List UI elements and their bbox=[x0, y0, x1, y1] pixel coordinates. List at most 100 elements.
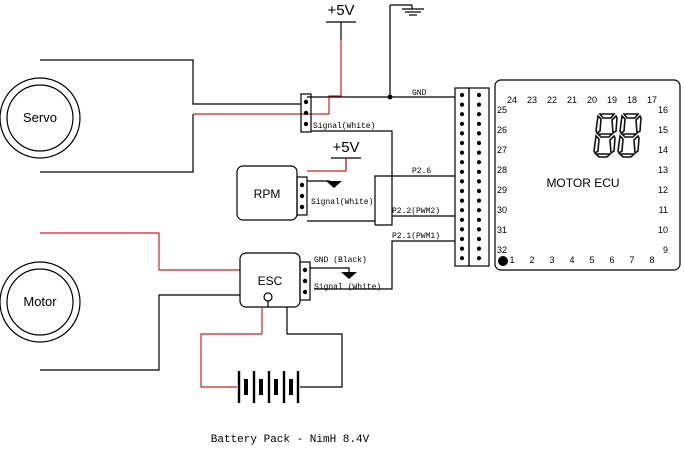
ecu-label: MOTOR ECU bbox=[546, 176, 619, 190]
header-pin bbox=[459, 236, 465, 242]
header-pin bbox=[476, 227, 482, 232]
ecu-pin-left-31: 31 bbox=[497, 225, 507, 235]
header-pin bbox=[476, 217, 482, 222]
ecu-pin-bottom-5: 5 bbox=[589, 255, 594, 265]
header-pin bbox=[459, 208, 465, 213]
ecu-pin-right-12: 12 bbox=[658, 185, 668, 195]
header-pin bbox=[476, 198, 482, 203]
header-pin bbox=[459, 121, 465, 126]
ecu-pin-right-11: 11 bbox=[659, 205, 668, 215]
header-pin bbox=[459, 227, 465, 232]
esc-ground-arrow bbox=[341, 272, 357, 279]
header-pin bbox=[459, 160, 465, 165]
header-pin bbox=[459, 246, 465, 251]
ecu-pin-bottom-8: 8 bbox=[649, 255, 654, 265]
header-pin bbox=[459, 179, 465, 184]
ecu-pin-bottom-1: 1 bbox=[509, 255, 514, 265]
servo-label: Servo bbox=[23, 110, 57, 125]
header-pin bbox=[459, 102, 465, 107]
seven-segment-display-icon bbox=[593, 113, 642, 158]
p22-net-label: P2.2(PWM2) bbox=[392, 207, 440, 216]
p26-net-label: P2.6 bbox=[412, 167, 431, 176]
ecu-pin-left-26: 26 bbox=[497, 125, 507, 135]
ecu-pin-top-24: 24 bbox=[507, 95, 517, 105]
header-pin bbox=[476, 112, 482, 117]
ecu-pin-top-20: 20 bbox=[587, 95, 597, 105]
battery-pack-icon bbox=[237, 371, 300, 403]
header-pin bbox=[476, 236, 482, 242]
header-pin bbox=[459, 256, 465, 261]
header-pin bbox=[476, 179, 482, 184]
ecu-pin-top-22: 22 bbox=[547, 95, 557, 105]
header-pin bbox=[459, 131, 465, 136]
ecu-pin-right-13: 13 bbox=[658, 165, 668, 175]
ecu-pin-right-14: 14 bbox=[658, 145, 668, 155]
ecu-pin-bottom-2: 2 bbox=[529, 255, 534, 265]
header-pin bbox=[459, 188, 465, 194]
esc-signal-label: Signal (White) bbox=[314, 283, 381, 292]
ecu-pin-right-9: 9 bbox=[663, 245, 668, 255]
header-pin bbox=[476, 169, 482, 174]
header-pin bbox=[459, 140, 465, 146]
header-pin bbox=[476, 160, 482, 165]
ecu-pin-top-17: 17 bbox=[647, 95, 657, 105]
ecu-pin-left-28: 28 bbox=[497, 165, 507, 175]
ground-icon bbox=[389, 4, 424, 97]
ecu-pin-top-23: 23 bbox=[527, 95, 537, 105]
ecu-pin-top-19: 19 bbox=[607, 95, 617, 105]
ecu-pin-bottom-4: 4 bbox=[569, 255, 574, 265]
header-pin bbox=[459, 112, 465, 117]
motor: Motor bbox=[0, 261, 81, 343]
rpm-signal-label: Signal(White) bbox=[311, 198, 373, 207]
esc-label: ESC bbox=[258, 274, 283, 288]
motor-ecu: MOTOR ECU bbox=[494, 79, 681, 271]
top-5v-label: +5V bbox=[327, 2, 354, 19]
rpm-5v-label: +5V bbox=[332, 139, 359, 156]
header-pin bbox=[476, 102, 482, 107]
rpm-sensor: RPM bbox=[236, 165, 298, 221]
ecu-pin-right-16: 16 bbox=[658, 105, 668, 115]
ecu-pin-left-27: 27 bbox=[497, 145, 507, 155]
header-pin bbox=[476, 140, 482, 146]
ecu-pin-left-29: 29 bbox=[497, 185, 507, 195]
ecu-pin-header bbox=[454, 87, 490, 267]
rpm-label: RPM bbox=[254, 187, 281, 201]
esc-connector bbox=[299, 261, 311, 301]
esc-led-icon bbox=[263, 292, 273, 307]
header-pin bbox=[459, 150, 465, 155]
servo-signal-label: Signal(White) bbox=[313, 122, 375, 131]
header-pin bbox=[476, 131, 482, 136]
battery-label: Battery Pack - NimH 8.4V bbox=[211, 434, 370, 446]
ecu-pin-left-32: 32 bbox=[497, 245, 507, 255]
ecu-pin-bottom-3: 3 bbox=[549, 255, 554, 265]
ecu-pin-bottom-7: 7 bbox=[629, 255, 634, 265]
ecu-pin-right-15: 15 bbox=[658, 125, 668, 135]
rpm-connector bbox=[296, 176, 308, 216]
ecu-pin-left-25: 25 bbox=[497, 105, 507, 115]
esc-gnd-label: GND (Black) bbox=[314, 256, 367, 265]
header-pin bbox=[476, 188, 482, 194]
top-5v-supply: +5V bbox=[326, 2, 356, 40]
pin1-marker bbox=[498, 256, 508, 266]
header-pin bbox=[459, 92, 465, 98]
gnd-junction-dot bbox=[387, 94, 393, 100]
servo: Servo bbox=[0, 77, 81, 159]
gnd-net-label: GND bbox=[412, 89, 427, 98]
header-pin bbox=[459, 169, 465, 174]
header-pin bbox=[476, 256, 482, 261]
ecu-pin-top-21: 21 bbox=[567, 95, 577, 105]
ecu-pin-right-10: 10 bbox=[658, 225, 668, 235]
ecu-pin-left-30: 30 bbox=[497, 205, 507, 215]
header-pin bbox=[476, 208, 482, 213]
header-pin bbox=[459, 198, 465, 203]
header-pin bbox=[459, 217, 465, 222]
esc: ESC bbox=[239, 252, 301, 308]
header-pin bbox=[476, 92, 482, 98]
ecu-pin-top-18: 18 bbox=[627, 95, 637, 105]
header-pin bbox=[476, 150, 482, 155]
motor-label: Motor bbox=[23, 294, 57, 309]
rpm-ground-arrow bbox=[326, 181, 342, 188]
header-pin bbox=[476, 121, 482, 126]
